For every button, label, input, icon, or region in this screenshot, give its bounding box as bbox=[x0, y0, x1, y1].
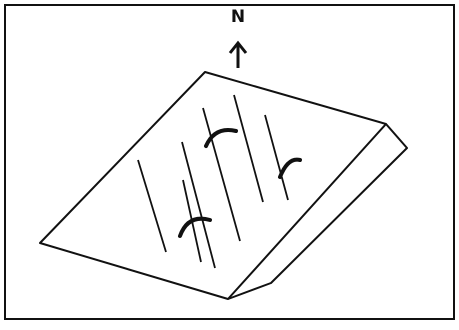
north-label: N bbox=[228, 8, 248, 26]
